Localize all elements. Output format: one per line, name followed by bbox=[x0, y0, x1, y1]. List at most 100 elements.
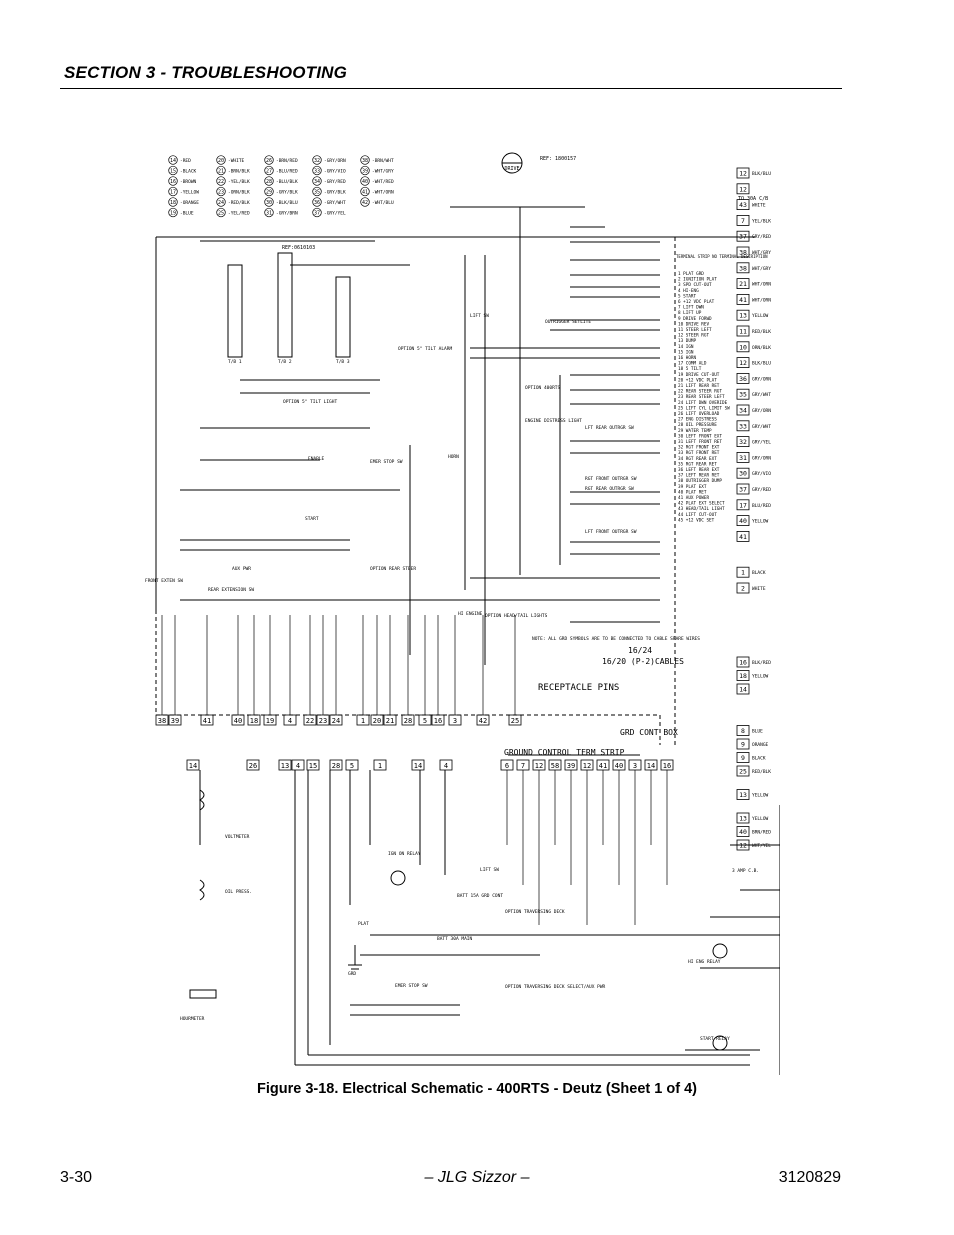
svg-text:34: 34 bbox=[739, 407, 747, 415]
svg-text:3: 3 bbox=[453, 717, 457, 725]
wire-legend-entry: 32-GRY/ORN bbox=[312, 155, 346, 165]
component-label: OPTION REAR STEER bbox=[370, 566, 416, 572]
svg-text:4: 4 bbox=[296, 762, 300, 770]
terminal-description: 9 DRIVE FORWD bbox=[678, 316, 712, 322]
svg-text:38: 38 bbox=[739, 264, 747, 272]
svg-text:31: 31 bbox=[266, 211, 272, 217]
svg-text:-WHT/RED: -WHT/RED bbox=[372, 179, 394, 185]
ground-strip-pin: 3 bbox=[628, 759, 642, 925]
svg-text:13: 13 bbox=[281, 762, 289, 770]
drive-label: DRIVE bbox=[504, 166, 519, 172]
svg-text:42: 42 bbox=[479, 717, 487, 725]
svg-text:-GRY/ORN: -GRY/ORN bbox=[324, 158, 346, 164]
svg-text:16: 16 bbox=[739, 659, 747, 667]
component-label: EMER STOP SW bbox=[395, 983, 428, 989]
svg-text:12: 12 bbox=[739, 185, 747, 193]
svg-text:24: 24 bbox=[332, 717, 340, 725]
lower-pin: 15 bbox=[306, 759, 320, 771]
svg-text:BLUE: BLUE bbox=[752, 729, 763, 735]
svg-text:27: 27 bbox=[266, 169, 272, 175]
component-label: HI ENGINE bbox=[458, 611, 483, 617]
component-label: ENABLE bbox=[308, 456, 325, 462]
svg-text:-BLU/BLK: -BLU/BLK bbox=[276, 179, 298, 185]
terminal-description: 6 +12 VDC PLAT bbox=[678, 299, 715, 305]
svg-text:YEL/BLK: YEL/BLK bbox=[752, 218, 771, 224]
svg-text:21: 21 bbox=[739, 280, 747, 288]
svg-text:YELLOW: YELLOW bbox=[752, 816, 769, 822]
wire-legend-entry: 22-YEL/BLK bbox=[216, 176, 250, 186]
terminal-description: 21 LIFT REAR RET bbox=[678, 383, 720, 389]
wire-legend-entry: 42-WHT/BLU bbox=[360, 197, 394, 207]
ref-top-label: REF: 1800157 bbox=[540, 156, 576, 162]
right-terminal: 12 bbox=[736, 183, 750, 195]
footer-center-title: – JLG Sizzor – bbox=[424, 1169, 530, 1186]
section-title: SECTION 3 - TROUBLESHOOTING bbox=[64, 63, 348, 82]
svg-text:-GRY/BRN: -GRY/BRN bbox=[276, 211, 298, 217]
svg-text:40: 40 bbox=[615, 762, 623, 770]
svg-text:-ORANGE: -ORANGE bbox=[180, 200, 199, 206]
svg-text:26: 26 bbox=[266, 158, 272, 164]
ground-strip-pin: 40 bbox=[612, 759, 626, 885]
svg-text:11: 11 bbox=[739, 328, 747, 336]
svg-text:-WHITE: -WHITE bbox=[228, 158, 245, 164]
terminal-description: 30 LEFT FRONT EXT bbox=[678, 433, 722, 439]
receptacle-pin: 5 bbox=[418, 615, 432, 726]
terminal-description: 3 SPD CUT-OUT bbox=[678, 282, 712, 288]
wire-legend-entry: 28-BLU/BLK bbox=[264, 176, 298, 186]
terminal-description: 40 PLAT RET bbox=[678, 489, 707, 495]
svg-text:23: 23 bbox=[218, 190, 224, 196]
component-label: OUTRIGGER SETLITE bbox=[545, 319, 591, 325]
svg-text:19: 19 bbox=[170, 211, 176, 217]
receptacle-pin: 3 bbox=[448, 615, 462, 726]
svg-text:26: 26 bbox=[249, 762, 257, 770]
component-label: OPTION 5° TILT LIGHT bbox=[283, 399, 337, 405]
terminal-description: 5 START bbox=[678, 293, 697, 299]
wire-legend-entry: 18-ORANGE bbox=[168, 197, 199, 207]
wire-legend-entry: 33-GRY/VIO bbox=[312, 165, 346, 176]
svg-text:BLK/RED: BLK/RED bbox=[752, 660, 771, 666]
svg-text:36: 36 bbox=[739, 375, 747, 383]
svg-text:1: 1 bbox=[361, 717, 365, 725]
component-label: HORN bbox=[448, 454, 459, 460]
svg-text:31: 31 bbox=[739, 454, 747, 462]
component-label: ENGINE DISTRESS LIGHT bbox=[525, 418, 582, 424]
svg-text:YELLOW: YELLOW bbox=[752, 313, 769, 319]
wire-legend-entry: 17-YELLOW bbox=[168, 186, 199, 197]
svg-text:17: 17 bbox=[170, 190, 176, 196]
svg-text:4: 4 bbox=[444, 762, 448, 770]
svg-text:30: 30 bbox=[266, 200, 272, 206]
svg-text:9: 9 bbox=[741, 741, 745, 749]
svg-text:1: 1 bbox=[741, 569, 745, 577]
svg-text:RED/BLK: RED/BLK bbox=[752, 329, 771, 335]
svg-text:-BLUE: -BLUE bbox=[180, 211, 194, 217]
receptacle-pin: 39 bbox=[168, 615, 182, 726]
svg-text:41: 41 bbox=[203, 717, 211, 725]
terminal-description: 25 LIFT CYL LIMIT SW bbox=[678, 405, 730, 411]
terminal-strip-header: TERMINAL STRIP NO TERMINAL DESCRIPTION bbox=[676, 254, 768, 259]
wire-legend-entry: 27-BLU/RED bbox=[264, 165, 298, 176]
terminal-description: 10 DRIVE REV bbox=[678, 321, 709, 327]
svg-text:21: 21 bbox=[386, 717, 394, 725]
terminal-description: 1 PLAT GRD bbox=[678, 271, 704, 277]
component-label: T/B 2 bbox=[278, 359, 292, 365]
terminal-description: 20 +12 VDC PLAT bbox=[678, 377, 717, 383]
svg-text:WHT/ORN: WHT/ORN bbox=[752, 297, 771, 303]
component-label: VOLTMETER bbox=[225, 834, 250, 840]
svg-text:-GRY/RED: -GRY/RED bbox=[324, 179, 346, 185]
ground-strip-pin: 16 bbox=[660, 759, 674, 885]
svg-text:BLACK: BLACK bbox=[752, 570, 766, 576]
cables-label-1: 16/24 bbox=[628, 646, 652, 655]
lower-pin: 1 bbox=[373, 759, 387, 771]
right-bottom-terminal: 14 bbox=[736, 683, 750, 695]
receptacle-pin: 41 bbox=[200, 615, 214, 726]
wire-legend-entry: 35-GRY/BLK bbox=[312, 186, 346, 197]
receptacle-pin: 4 bbox=[283, 615, 297, 726]
